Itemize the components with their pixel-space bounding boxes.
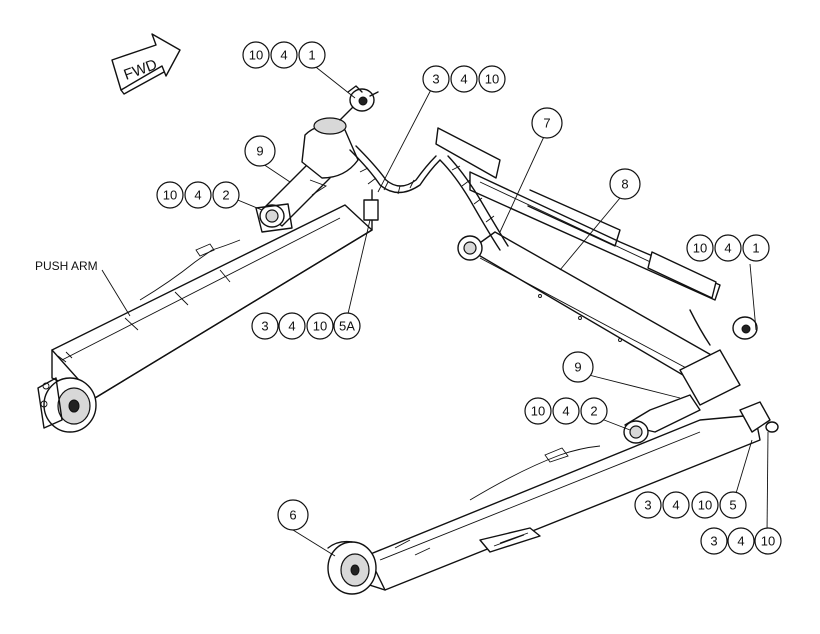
callout-number: 2 — [590, 404, 597, 419]
callout-number: 3 — [261, 319, 268, 334]
callout-number: 4 — [460, 72, 467, 87]
callout-number: 5A — [339, 319, 355, 334]
right-push-arm — [327, 401, 779, 595]
callout-number: 9 — [574, 360, 581, 375]
callout-number: 9 — [256, 144, 263, 159]
fwd-arrow-icon: FWD — [111, 33, 181, 95]
callout-number: 10 — [485, 72, 499, 87]
callout-number: 4 — [562, 404, 569, 419]
blade-frame — [435, 127, 721, 301]
callout-number: 10 — [761, 534, 775, 549]
right-cylinder-body — [457, 231, 758, 444]
callout-number: 10 — [693, 241, 707, 256]
callout-right-mid: 3 4 10 5 — [634, 491, 747, 519]
callout-number: 4 — [194, 188, 201, 203]
leader-lines — [101, 63, 769, 557]
callout-number: 4 — [288, 319, 295, 334]
callout-number: 6 — [289, 508, 296, 523]
callout-top-mid: 3 4 10 — [422, 65, 506, 93]
left-push-arm — [37, 204, 373, 433]
callout-item-7: 7 — [531, 107, 563, 139]
callout-number: 10 — [313, 319, 327, 334]
push-arm-label: PUSH ARM — [35, 259, 98, 273]
callout-number: 3 — [710, 534, 717, 549]
callout-number: 4 — [280, 48, 287, 63]
callout-number: 10 — [249, 48, 263, 63]
callout-right-cyl-item: 9 — [562, 351, 594, 383]
right-hose — [439, 155, 711, 346]
callout-right-top: 10 4 1 — [686, 234, 770, 262]
callout-number: 2 — [222, 188, 229, 203]
callout-item-6: 6 — [277, 499, 309, 531]
callout-item-8: 8 — [609, 168, 641, 200]
callout-right-cyl: 10 4 2 — [524, 397, 608, 425]
callout-number: 3 — [644, 498, 651, 513]
callout-number: 3 — [432, 72, 439, 87]
callout-number: 1 — [752, 241, 759, 256]
callout-number: 10 — [531, 404, 545, 419]
callout-left-cyl: 10 4 2 — [156, 181, 240, 209]
callout-number: 4 — [672, 498, 679, 513]
left-lift-cylinder — [255, 85, 379, 233]
callout-number: 10 — [698, 498, 712, 513]
callout-left-hose: 3 4 10 5A — [251, 312, 361, 340]
callout-top-left: 10 4 1 — [242, 41, 326, 69]
callout-number: 1 — [308, 48, 315, 63]
callout-number: 4 — [737, 534, 744, 549]
callout-right-bottom: 3 4 10 — [700, 527, 782, 555]
callout-number: 7 — [543, 116, 550, 131]
callout-number: 8 — [621, 177, 628, 192]
callout-number: 4 — [724, 241, 731, 256]
callout-number: 5 — [729, 498, 736, 513]
left-hose — [349, 145, 441, 221]
callout-number: 10 — [163, 188, 177, 203]
callout-left-cyl-item: 9 — [244, 135, 276, 167]
